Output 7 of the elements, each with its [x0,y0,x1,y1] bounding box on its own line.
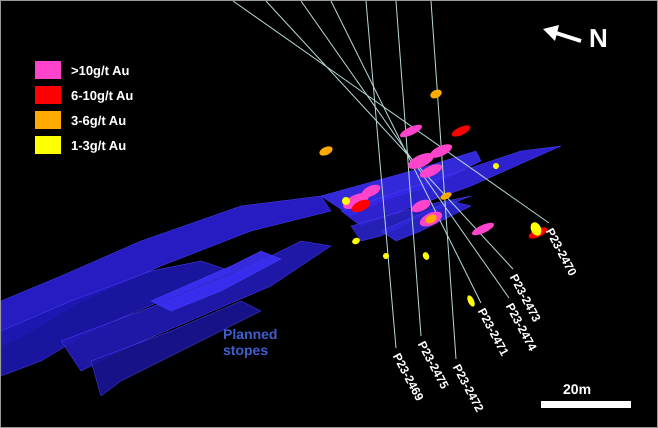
scale-label: 20m [563,382,592,396]
legend-label: 3-6g/t Au [71,112,126,128]
legend-label: 6-10g/t Au [71,88,134,102]
legend-label: >10g/t Au [71,62,130,78]
legend-label: 1-3g/t Au [71,138,126,152]
north-label: N [589,25,608,51]
area-label: Planned stopes [223,326,278,358]
